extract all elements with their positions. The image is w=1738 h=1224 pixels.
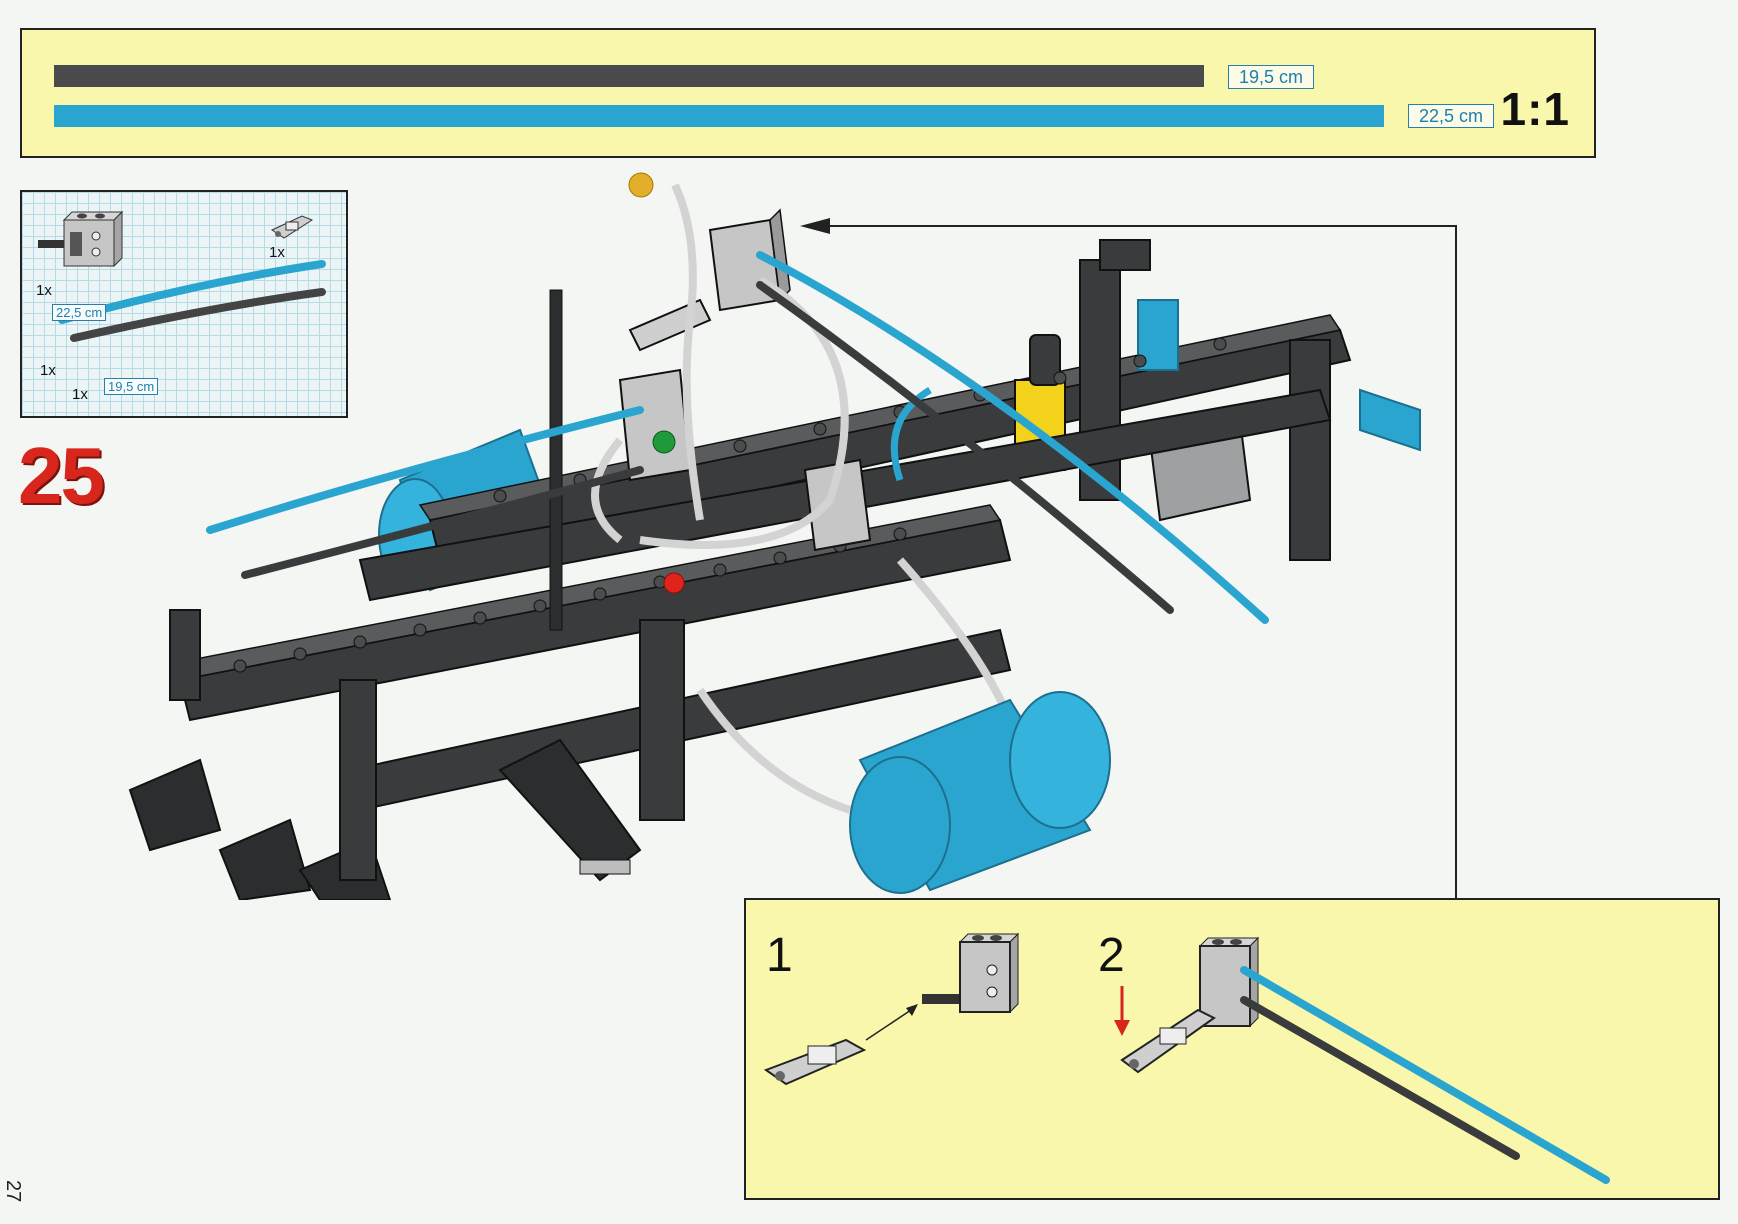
marker-green-dot — [652, 430, 676, 454]
step-number: 25 — [18, 431, 105, 520]
center-post — [639, 619, 685, 821]
vertical-rod — [549, 289, 563, 631]
right-post — [1289, 339, 1331, 561]
blue-brick-rear — [1137, 299, 1179, 371]
blue-brick-right — [1359, 388, 1421, 452]
black-tube-icon — [70, 288, 326, 342]
blue-tube-loose — [206, 406, 644, 534]
blue-tube-bar — [54, 105, 1384, 127]
blue-tube-length-label: 22,5 cm — [1408, 104, 1495, 128]
substeps-illustration — [763, 932, 1610, 1184]
scale-ratio: 1:1 — [1500, 83, 1570, 135]
top-cap — [1099, 239, 1151, 271]
substeps-panel: 1 2 — [744, 898, 1720, 1200]
marker-red-dot — [663, 572, 685, 594]
left-valve — [618, 368, 692, 482]
blue-cylinder-front — [849, 691, 1111, 894]
grey-tube-top — [671, 183, 704, 521]
valve-qty: 1x — [36, 282, 52, 299]
steering-arm — [498, 738, 642, 882]
callout-line — [810, 225, 1457, 898]
marker-yellow-dot — [628, 172, 654, 198]
callout-arrow-icon — [800, 218, 830, 234]
blue-tube-qty: 1x — [40, 362, 56, 379]
lever-qty: 1x — [269, 244, 285, 261]
substep-2-number: 2 — [1098, 929, 1125, 982]
blue-tube-length: 22,5 cm — [52, 304, 107, 321]
parts-list-panel: 1x 1x 22,5 cm 1x 19,5 cm 1x — [20, 190, 348, 418]
blue-tube-installed — [756, 251, 1269, 624]
valve-lever-icon — [270, 215, 314, 239]
black-tube-length-label: 19,5 cm — [1228, 65, 1315, 89]
substep-2-black-tube — [1240, 996, 1520, 1160]
substep-1-arrow-icon — [906, 1004, 918, 1016]
blue-tube-short — [890, 386, 932, 482]
black-tube-installed — [756, 281, 1174, 614]
substep-1-lever-icon — [763, 1038, 867, 1086]
substep-1-arrow-line — [865, 1007, 915, 1041]
substep-1-number: 1 — [766, 929, 793, 982]
model-illustration — [128, 172, 1457, 900]
tube-scale-panel: 19,5 cm 22,5 cm 1:1 — [20, 28, 1596, 158]
black-tube-loose — [241, 466, 644, 579]
black-tube-qty: 1x — [72, 386, 88, 403]
grey-tube-lower — [696, 687, 852, 814]
front-legs — [128, 609, 392, 900]
black-tube-length: 19,5 cm — [104, 378, 159, 395]
black-tube-bar — [54, 65, 1204, 87]
substep-1-valve-icon — [922, 932, 1020, 1014]
pneumatic-valve-icon — [38, 210, 124, 268]
substep-2-valve-icon — [1198, 936, 1260, 1028]
substep-2-lever-icon — [1120, 1008, 1216, 1074]
grey-tube-short — [591, 437, 624, 544]
switch-knob — [1029, 334, 1061, 386]
substep-2-down-arrow-icon — [1114, 1020, 1130, 1036]
axle-end — [579, 859, 631, 875]
parts-illustration — [38, 210, 326, 342]
page-number: 27 — [2, 1180, 24, 1203]
substep-2-blue-tube — [1240, 966, 1610, 1184]
